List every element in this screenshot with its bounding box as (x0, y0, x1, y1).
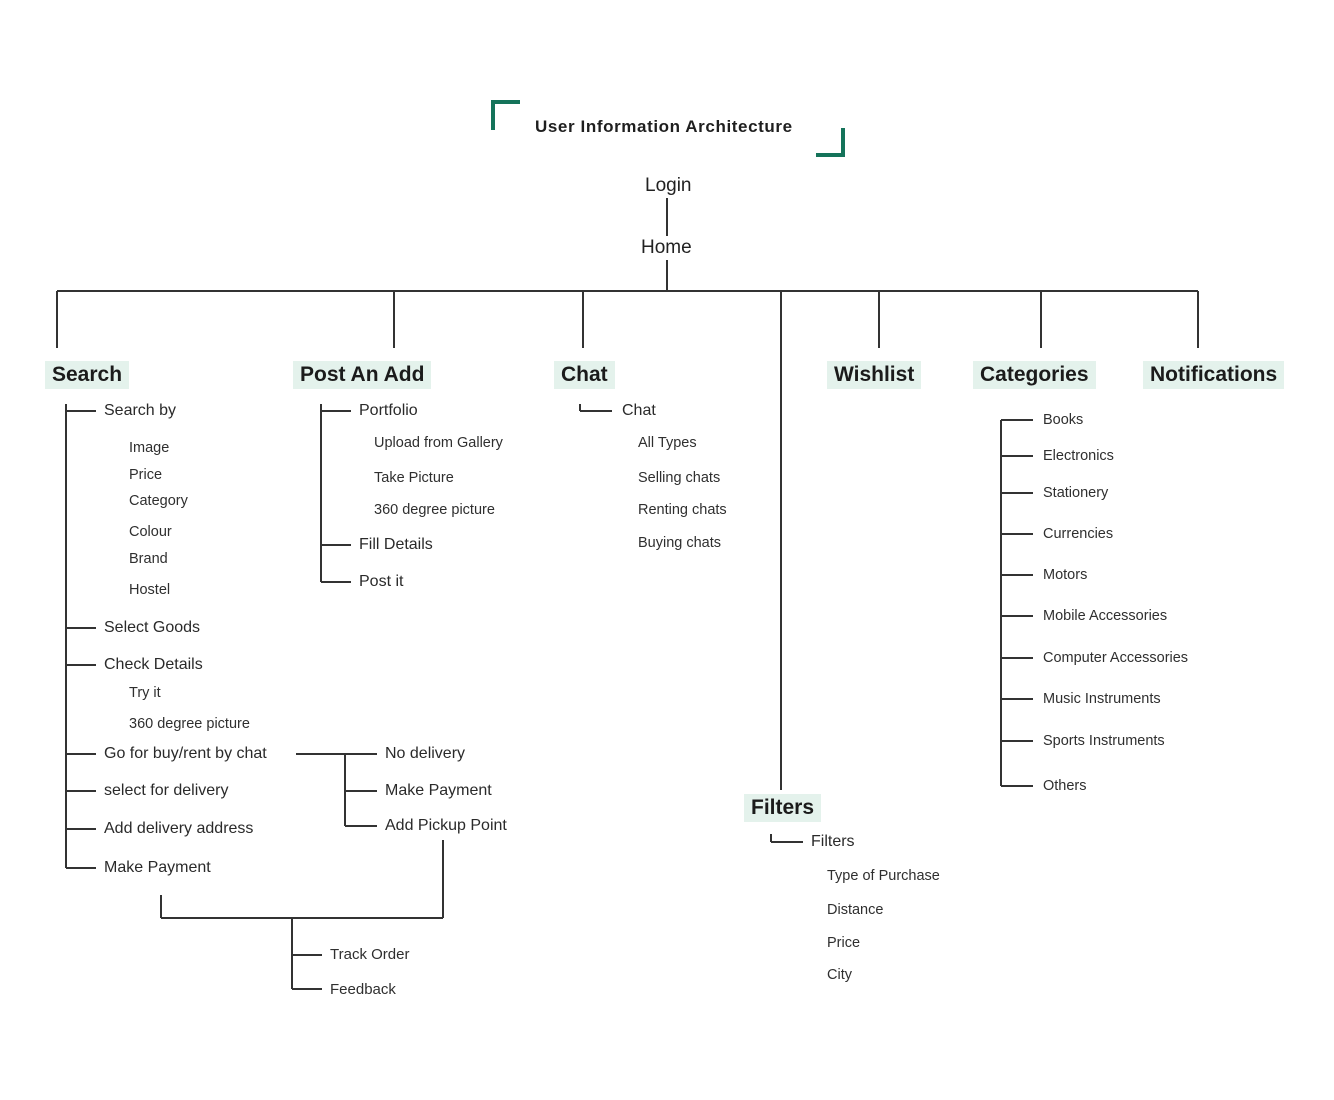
node-search-make-payment[interactable]: Make Payment (104, 859, 211, 876)
page-title: User Information Architecture (535, 117, 793, 136)
node-upload-from-gallery[interactable]: Upload from Gallery (374, 435, 503, 451)
node-search-image[interactable]: Image (129, 440, 170, 456)
node-feedback[interactable]: Feedback (330, 981, 396, 998)
node-filter-type-of-purchase[interactable]: Type of Purchase (827, 868, 940, 884)
node-check-360-picture[interactable]: 360 degree picture (129, 716, 250, 732)
node-go-for-buy-rent-by-chat[interactable]: Go for buy/rent by chat (104, 745, 267, 762)
node-category-books[interactable]: Books (1043, 412, 1084, 428)
node-renting-chats[interactable]: Renting chats (638, 502, 727, 518)
node-all-types[interactable]: All Types (638, 435, 697, 451)
node-search-hostel[interactable]: Hostel (129, 582, 171, 598)
section-header-wishlist[interactable]: Wishlist (827, 361, 922, 389)
node-home[interactable]: Home (641, 237, 692, 258)
node-post-360-picture[interactable]: 360 degree picture (374, 502, 495, 518)
node-add-pickup-point[interactable]: Add Pickup Point (385, 817, 507, 834)
node-search-brand[interactable]: Brand (129, 551, 168, 567)
section-header-notifications[interactable]: Notifications (1143, 361, 1285, 389)
node-check-details[interactable]: Check Details (104, 656, 203, 673)
section-header-post-an-add[interactable]: Post An Add (293, 361, 432, 389)
title-bracket-top-left-icon (491, 100, 520, 130)
title-bracket-bottom-right-icon (816, 128, 845, 157)
node-search-by[interactable]: Search by (104, 402, 177, 419)
node-filter-distance[interactable]: Distance (827, 902, 884, 918)
section-header-categories[interactable]: Categories (973, 361, 1096, 389)
node-chat[interactable]: Chat (622, 402, 656, 419)
node-selling-chats[interactable]: Selling chats (638, 470, 721, 486)
node-search-colour[interactable]: Colour (129, 524, 172, 540)
node-track-order[interactable]: Track Order (330, 946, 410, 963)
section-header-filters[interactable]: Filters (744, 794, 822, 822)
node-login[interactable]: Login (645, 175, 692, 196)
node-category-currencies[interactable]: Currencies (1043, 526, 1114, 542)
node-search-category[interactable]: Category (129, 493, 188, 509)
node-filter-city[interactable]: City (827, 967, 852, 983)
node-fill-details[interactable]: Fill Details (359, 536, 433, 553)
node-category-mobile-accessories[interactable]: Mobile Accessories (1043, 608, 1168, 624)
section-header-search[interactable]: Search (45, 361, 130, 389)
node-select-goods[interactable]: Select Goods (104, 619, 201, 636)
node-post-it[interactable]: Post it (359, 573, 404, 590)
node-category-motors[interactable]: Motors (1043, 567, 1088, 583)
node-filters[interactable]: Filters (811, 833, 855, 850)
node-buying-chats[interactable]: Buying chats (638, 535, 722, 551)
node-delivery-make-payment[interactable]: Make Payment (385, 782, 492, 799)
node-category-computer-accessories[interactable]: Computer Accessories (1043, 650, 1189, 666)
node-filter-price[interactable]: Price (827, 935, 861, 951)
node-category-music-instruments[interactable]: Music Instruments (1043, 691, 1161, 707)
node-portfolio[interactable]: Portfolio (359, 402, 418, 419)
node-search-price[interactable]: Price (129, 467, 163, 483)
node-select-for-delivery[interactable]: select for delivery (104, 782, 229, 799)
node-category-sports-instruments[interactable]: Sports Instruments (1043, 733, 1165, 749)
node-try-it[interactable]: Try it (129, 685, 161, 701)
node-category-others[interactable]: Others (1043, 778, 1087, 794)
node-add-delivery-address[interactable]: Add delivery address (104, 820, 254, 837)
node-category-electronics[interactable]: Electronics (1043, 448, 1114, 464)
node-take-picture[interactable]: Take Picture (374, 470, 454, 486)
node-no-delivery[interactable]: No delivery (385, 745, 466, 762)
node-category-stationery[interactable]: Stationery (1043, 485, 1109, 501)
section-header-chat[interactable]: Chat (554, 361, 615, 389)
